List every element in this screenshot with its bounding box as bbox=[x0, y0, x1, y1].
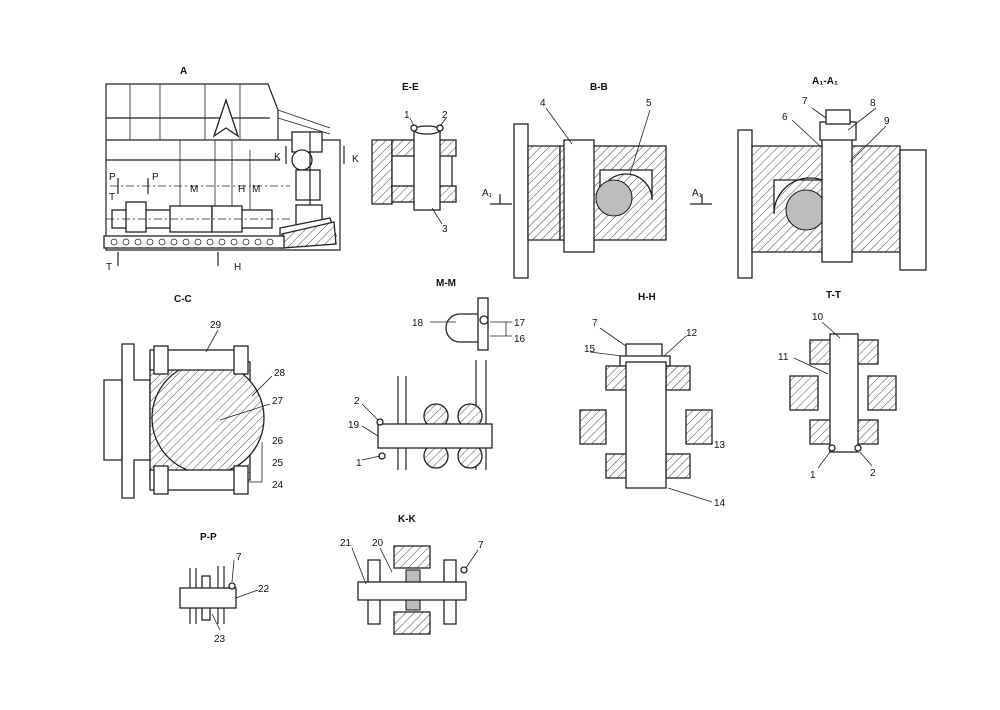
cut-mark-h-side: H bbox=[238, 184, 245, 195]
callout-tt-10: 10 bbox=[812, 312, 824, 323]
cut-mark-t-bottom: T bbox=[106, 262, 112, 273]
view-m-m: M-M 18 17 16 2 19 1 bbox=[348, 278, 526, 470]
callout-cc-28: 28 bbox=[274, 368, 286, 379]
callout-a1a1-9: 9 bbox=[884, 116, 890, 127]
callout-ee-1: 1 bbox=[404, 110, 410, 121]
callout-pp-7: 7 bbox=[236, 552, 242, 563]
cut-mark-m-right: M bbox=[252, 184, 260, 195]
callout-bb-4: 4 bbox=[540, 98, 546, 109]
cut-mark-a1-left: A₁ bbox=[482, 188, 493, 199]
callout-hh-14: 14 bbox=[714, 498, 726, 509]
view-h-h: H-H 7 12 15 13 14 bbox=[579, 292, 726, 509]
callout-cc-24: 24 bbox=[272, 480, 284, 491]
callout-pp-22: 22 bbox=[258, 584, 270, 595]
view-b-b-title: B-B bbox=[590, 82, 608, 93]
chain-holes bbox=[110, 238, 274, 246]
cut-mark-p-left: P bbox=[109, 172, 116, 183]
view-p-p-title: P-P bbox=[200, 532, 217, 543]
callout-mm-2: 2 bbox=[354, 396, 360, 407]
view-e-e-title: E-E bbox=[402, 82, 419, 93]
cut-mark-k-left: K bbox=[274, 152, 281, 163]
callout-a1a1-8: 8 bbox=[870, 98, 876, 109]
callout-pp-23: 23 bbox=[214, 634, 226, 645]
callout-mm-17: 17 bbox=[514, 318, 526, 329]
callout-ee-2: 2 bbox=[442, 110, 448, 121]
callout-cc-26: 26 bbox=[272, 436, 284, 447]
view-t-t: T-T 10 11 1 2 bbox=[778, 290, 897, 481]
view-c-c-title: C-C bbox=[174, 294, 192, 305]
callout-tt-11: 11 bbox=[778, 352, 789, 363]
callout-mm-16: 16 bbox=[514, 334, 526, 345]
view-h-h-title: H-H bbox=[638, 292, 656, 303]
callout-cc-27: 27 bbox=[272, 396, 284, 407]
cut-mark-p-right: P bbox=[152, 172, 159, 183]
view-m-m-title: M-M bbox=[436, 278, 456, 289]
callout-bb-5: 5 bbox=[646, 98, 652, 109]
cut-mark-t-side: T bbox=[109, 192, 115, 203]
callout-a1a1-6: 6 bbox=[782, 112, 788, 123]
view-k-k: K-K 21 20 7 bbox=[340, 514, 484, 635]
cut-mark-a1-right: A₁ bbox=[692, 188, 703, 199]
view-a1-a1-title: A₁-A₁ bbox=[812, 76, 838, 87]
cut-mark-m-left: M bbox=[190, 184, 198, 195]
callout-hh-13: 13 bbox=[714, 440, 726, 451]
callout-hh-12: 12 bbox=[686, 328, 698, 339]
cut-mark-h-bottom: H bbox=[234, 262, 241, 273]
cut-mark-k-right: K bbox=[352, 154, 359, 165]
view-k-k-title: K-K bbox=[398, 514, 417, 525]
view-t-t-title: T-T bbox=[826, 290, 841, 301]
view-c-c: C-C 29 28 27 26 25 24 bbox=[103, 294, 286, 499]
view-a-title: A bbox=[180, 66, 187, 77]
view-a: A bbox=[103, 66, 359, 273]
callout-tt-2: 2 bbox=[870, 468, 876, 479]
callout-hh-7: 7 bbox=[592, 318, 598, 329]
callout-cc-25: 25 bbox=[272, 458, 284, 469]
view-a1-a1: A₁-A₁ 7 8 6 9 bbox=[737, 76, 927, 279]
callout-mm-1: 1 bbox=[356, 458, 362, 469]
callout-a1a1-7: 7 bbox=[802, 96, 808, 107]
callout-kk-7: 7 bbox=[478, 540, 484, 551]
callout-hh-15: 15 bbox=[584, 344, 596, 355]
callout-mm-19: 19 bbox=[348, 420, 360, 431]
callout-cc-29: 29 bbox=[210, 320, 222, 331]
callout-kk-20: 20 bbox=[372, 538, 384, 549]
view-e-e: E-E 1 2 3 bbox=[371, 82, 457, 235]
callout-ee-3: 3 bbox=[442, 224, 448, 235]
view-b-b: B-B 4 5 A₁ A₁ bbox=[482, 82, 712, 279]
callout-mm-18: 18 bbox=[412, 318, 424, 329]
view-p-p: P-P 7 22 23 bbox=[179, 532, 270, 645]
callout-tt-1: 1 bbox=[810, 470, 816, 481]
callout-kk-21: 21 bbox=[340, 538, 352, 549]
